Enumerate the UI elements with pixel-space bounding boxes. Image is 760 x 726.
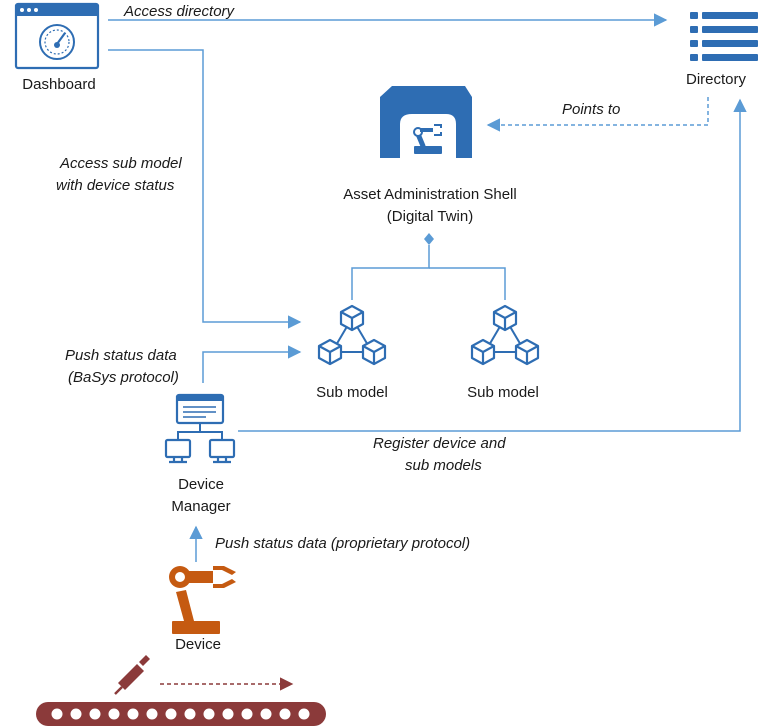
edge-label-access-submodel-line1: Access sub model <box>60 155 182 172</box>
edge-access-submodel <box>108 49 302 329</box>
node-label-aas-line1: Asset Administration Shell <box>343 186 517 203</box>
edge-label-access-directory: Access directory <box>124 3 235 20</box>
edge-label-register-line2: sub models <box>405 457 482 474</box>
node-label-submodel-2: Sub model <box>467 384 539 401</box>
conveyor-belt-icon <box>36 702 326 726</box>
cubes-icon <box>317 304 387 366</box>
edge-label-access-submodel-line2: with device status <box>56 177 175 194</box>
edge-label-points-to: Points to <box>562 101 621 118</box>
edge-label-register-line1: Register device and <box>373 435 506 452</box>
node-label-device-manager-line1: Device <box>178 476 224 493</box>
edge-aas-composition <box>351 233 506 300</box>
node-label-device: Device <box>175 636 221 653</box>
edge-label-push-proprietary: Push status data (proprietary protocol) <box>215 535 471 552</box>
edge-label-push-basys-line2: (BaSys protocol) <box>68 369 179 386</box>
list-icon <box>690 12 758 61</box>
node-label-device-manager-line2: Manager <box>171 498 231 515</box>
edge-label-push-basys-line1: Push status data <box>65 347 177 364</box>
edge-push-basys <box>202 345 302 383</box>
cubes-icon <box>470 304 540 366</box>
node-label-dashboard: Dashboard <box>22 76 96 93</box>
dashboard-gauge-icon <box>14 2 100 70</box>
edge-points-to <box>486 97 709 132</box>
node-label-aas-line2: (Digital Twin) <box>386 208 474 225</box>
edge-register <box>238 98 747 432</box>
robot-shell-icon <box>380 86 472 158</box>
robot-arm-icon <box>169 566 236 634</box>
screwdriver-icon <box>114 655 150 695</box>
node-label-submodel-1: Sub model <box>316 384 388 401</box>
node-label-directory: Directory <box>685 71 746 88</box>
network-monitors-icon <box>164 393 236 464</box>
